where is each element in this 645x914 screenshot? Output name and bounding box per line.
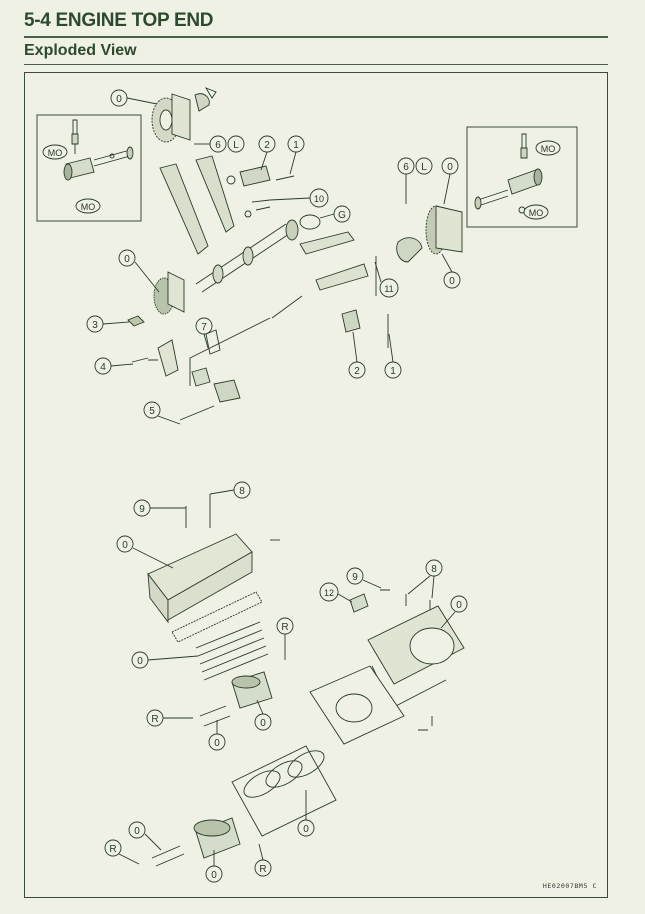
title-rule — [24, 36, 608, 38]
callout-1-top: 1 — [287, 135, 305, 175]
svg-text:MO: MO — [81, 202, 96, 212]
svg-text:9: 9 — [352, 572, 358, 583]
diagram-code: HE02007BM5 C — [542, 882, 597, 890]
subtitle-rule — [24, 63, 608, 65]
callout-4: 4 — [94, 357, 134, 375]
svg-text:12: 12 — [324, 588, 334, 598]
callout-2-top: 2 — [258, 135, 276, 171]
svg-text:0: 0 — [137, 656, 143, 667]
callout-0-rings-bottom: 0 — [297, 790, 315, 837]
lower-cylinder-assembly — [147, 494, 465, 867]
callout-7: 7 — [195, 317, 213, 349]
page-header: 5-4 ENGINE TOP END Exploded View — [24, 8, 608, 65]
right-inset-valve-parts — [474, 133, 543, 214]
svg-text:8: 8 — [239, 486, 245, 497]
svg-text:1: 1 — [390, 366, 396, 377]
svg-text:R: R — [151, 714, 158, 725]
upper-cam-assembly — [127, 87, 463, 421]
callout-10: 10 — [269, 188, 329, 208]
svg-text:0: 0 — [134, 826, 140, 837]
callout-0-head: 0 — [116, 535, 174, 569]
callout-12: 12 — [319, 582, 353, 603]
svg-text:MO: MO — [529, 208, 544, 218]
callout-mo-left-bottom: MO — [75, 198, 101, 214]
callout-3: 3 — [86, 315, 130, 333]
callout-6-l-left: 6 L — [194, 135, 245, 153]
svg-text:G: G — [338, 210, 346, 221]
svg-text:R: R — [281, 622, 288, 633]
callout-0-bottom-piston: 0 — [205, 850, 223, 883]
callout-r-mid: R — [146, 709, 193, 727]
callout-0-top: 0 — [110, 89, 158, 107]
callout-8-left: 8 — [209, 481, 251, 499]
svg-text:2: 2 — [264, 140, 270, 151]
callout-9-left: 9 — [133, 499, 186, 517]
callout-0-rings-top: 0 — [131, 651, 199, 669]
svg-text:3: 3 — [92, 320, 98, 331]
section-subtitle: Exploded View — [24, 41, 137, 59]
callout-0-right-bottom: 0 — [441, 253, 461, 289]
callout-11: 11 — [374, 261, 399, 298]
callout-2-bottom: 2 — [348, 331, 366, 379]
callout-0-right-top: 0 — [441, 157, 459, 205]
svg-text:0: 0 — [456, 600, 462, 611]
svg-text:0: 0 — [116, 94, 122, 105]
svg-text:6: 6 — [215, 140, 221, 151]
svg-text:0: 0 — [214, 738, 220, 749]
svg-text:10: 10 — [314, 194, 324, 204]
svg-text:0: 0 — [449, 276, 455, 287]
callout-5: 5 — [143, 401, 181, 425]
svg-text:L: L — [233, 140, 239, 151]
callout-9-right: 9 — [346, 567, 382, 589]
svg-text:2: 2 — [354, 366, 360, 377]
callout-6-l-right: 6 L — [397, 157, 433, 204]
callout-1-bottom: 1 — [384, 333, 402, 379]
callout-0-piston: 0 — [254, 699, 272, 731]
callout-0-mid: 0 — [118, 249, 160, 293]
callout-0-pin: 0 — [208, 720, 226, 751]
svg-text:0: 0 — [124, 254, 130, 265]
svg-text:6: 6 — [403, 162, 409, 173]
svg-text:0: 0 — [211, 870, 217, 881]
section-title: 5-4 ENGINE TOP END — [24, 10, 214, 31]
callout-r-bottom-left: R — [104, 839, 140, 865]
svg-text:5: 5 — [149, 406, 155, 417]
svg-text:9: 9 — [139, 504, 145, 515]
callout-8-right: 8 — [407, 559, 443, 599]
left-inset-valve-parts — [63, 119, 134, 181]
diagram-frame — [24, 72, 608, 898]
svg-text:0: 0 — [260, 718, 266, 729]
inset-right-camshaft — [466, 126, 578, 228]
callout-r-top: R — [276, 617, 294, 660]
svg-text:1: 1 — [293, 140, 299, 151]
svg-text:R: R — [109, 844, 116, 855]
svg-text:MO: MO — [48, 148, 63, 158]
callout-0-cylinder: 0 — [440, 595, 468, 629]
svg-text:MO: MO — [541, 144, 556, 154]
callout-g: G — [319, 205, 351, 223]
svg-text:4: 4 — [100, 362, 106, 373]
svg-text:11: 11 — [384, 284, 393, 294]
callout-r-bottom-right: R — [254, 843, 272, 877]
callout-mo-right-bottom: MO — [523, 204, 549, 220]
svg-text:8: 8 — [431, 564, 437, 575]
callout-mo-right-top: MO — [535, 140, 561, 156]
svg-text:7: 7 — [201, 322, 207, 333]
callout-mo-left-top: MO — [42, 144, 68, 160]
svg-text:L: L — [421, 162, 427, 173]
svg-text:0: 0 — [447, 162, 453, 173]
svg-text:0: 0 — [122, 540, 128, 551]
callout-0-bottom-pin: 0 — [128, 821, 162, 851]
inset-left-camshaft — [36, 114, 142, 222]
svg-text:R: R — [259, 864, 266, 875]
svg-text:0: 0 — [303, 824, 309, 835]
